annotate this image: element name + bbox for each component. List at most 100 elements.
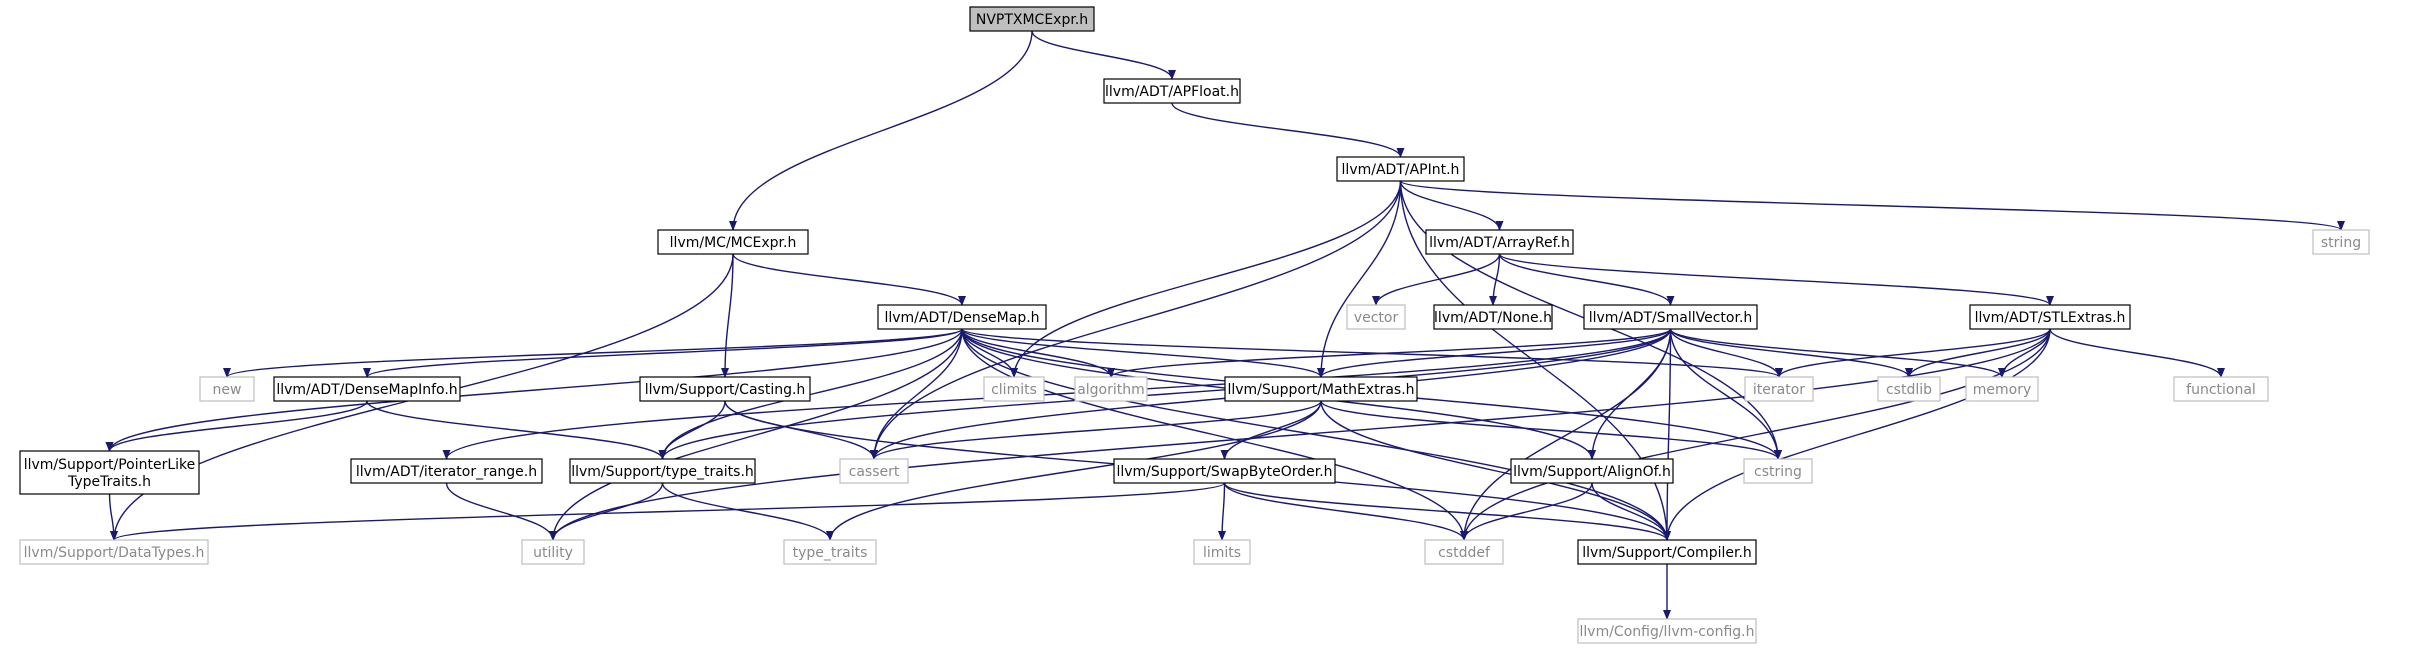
node-alignof-label: llvm/Support/AlignOf.h	[1513, 464, 1671, 480]
edge-stlextras-to-iterator	[1775, 328, 2051, 378]
node-densemapinfo-label: llvm/ADT/DenseMapInfo.h	[276, 382, 457, 398]
node-iterrange[interactable]: llvm/ADT/iterator_range.h	[350, 458, 543, 484]
edge-stlextras-to-functional	[2049, 328, 2225, 378]
node-string-box	[2312, 229, 2370, 255]
node-functional-box	[2173, 376, 2269, 402]
edge-swapbyte-to-limits	[1218, 482, 1227, 541]
node-typetraits-box	[569, 458, 756, 484]
edge-smallvector-to-algorithm	[1107, 328, 1672, 378]
node-nvptx: NVPTXMCExpr.h	[969, 6, 1095, 32]
node-vector-box	[1346, 304, 1406, 330]
edge-apint-to-cassert	[870, 180, 1402, 460]
node-swapbyte[interactable]: llvm/Support/SwapByteOrder.h	[1113, 458, 1336, 484]
edge-smallvector-to-memory	[1669, 328, 2006, 378]
edge-apint-to-string	[1399, 180, 2345, 231]
node-stlextras[interactable]: llvm/ADT/STLExtras.h	[1969, 304, 2131, 330]
node-smallvector[interactable]: llvm/ADT/SmallVector.h	[1583, 304, 1758, 330]
edge-swapbyte-to-cstddef	[1223, 482, 1468, 541]
node-cstring-label: cstring	[1754, 464, 1802, 480]
node-cstring: cstring	[1743, 458, 1813, 484]
edge-stlextras-to-cstdlib	[1905, 328, 2051, 378]
node-alignof[interactable]: llvm/Support/AlignOf.h	[1510, 458, 1674, 484]
node-cassert-box	[839, 458, 909, 484]
node-type_traits: type_traits	[783, 539, 877, 565]
node-compiler[interactable]: llvm/Support/Compiler.h	[1577, 539, 1757, 565]
node-alignof-box	[1510, 458, 1674, 484]
node-cstddef-label: cstddef	[1438, 545, 1491, 561]
edge-apint-to-arrayref	[1399, 180, 1504, 231]
edge-mcexpr-to-densemap	[732, 253, 966, 306]
node-climits-box	[983, 376, 1045, 402]
edge-typetraits-to-type_traits	[661, 482, 834, 541]
edge-apfloat-to-apint	[1171, 102, 1405, 158]
node-typetraits-label: llvm/Support/type_traits.h	[571, 464, 754, 480]
node-nvptx-label: NVPTXMCExpr.h	[976, 12, 1088, 28]
node-utility: utility	[521, 539, 585, 565]
node-limits: limits	[1193, 539, 1251, 565]
node-none-box	[1433, 304, 1553, 330]
node-typetraits[interactable]: llvm/Support/type_traits.h	[569, 458, 756, 484]
node-iterator-label: iterator	[1753, 382, 1805, 398]
edge-smallvector-to-iterator	[1669, 328, 1783, 378]
node-cstdlib-label: cstdlib	[1886, 382, 1932, 398]
edge-nvptx-to-mcexpr	[729, 30, 1033, 231]
node-arrayref[interactable]: llvm/ADT/ArrayRef.h	[1425, 229, 1574, 255]
node-densemapinfo[interactable]: llvm/ADT/DenseMapInfo.h	[273, 376, 461, 402]
node-utility-label: utility	[533, 545, 573, 561]
node-memory-label: memory	[1973, 382, 2032, 398]
edge-apint-to-mathextras	[1317, 180, 1402, 378]
node-none-label: llvm/ADT/None.h	[1434, 310, 1552, 326]
edge-mathextras-to-cassert	[870, 400, 1322, 460]
node-smallvector-box	[1583, 304, 1758, 330]
node-arrayref-box	[1425, 229, 1574, 255]
node-new-box	[199, 376, 255, 402]
edge-smallvector-to-cstring	[1669, 328, 1782, 460]
node-cstdlib: cstdlib	[1877, 376, 1941, 402]
node-mathextras-box	[1224, 376, 1418, 402]
edge-densemap-to-cassert	[870, 328, 963, 460]
node-memory-box	[1965, 376, 2039, 402]
node-casting[interactable]: llvm/Support/Casting.h	[639, 376, 811, 402]
edge-nvptx-to-apfloat	[1031, 30, 1176, 80]
edge-swapbyte-to-datatypes	[110, 482, 1226, 541]
node-arrayref-label: llvm/ADT/ArrayRef.h	[1429, 235, 1570, 251]
edge-smallvector-to-mathextras	[1317, 328, 1672, 378]
node-apint-box	[1336, 156, 1465, 182]
node-apint[interactable]: llvm/ADT/APInt.h	[1336, 156, 1465, 182]
node-algorithm-label: algorithm	[1077, 382, 1145, 398]
edge-stlextras-to-cstddef	[1460, 328, 2051, 541]
node-limits-label: limits	[1203, 545, 1241, 561]
node-cstring-box	[1743, 458, 1813, 484]
edge-mathextras-to-cstring	[1320, 400, 1782, 460]
node-swapbyte-box	[1113, 458, 1336, 484]
node-pointerlike-label: TypeTraits.h	[67, 474, 151, 490]
edge-smallvector-to-cstdlib	[1669, 328, 1913, 378]
node-new-label: new	[213, 382, 242, 398]
node-none[interactable]: llvm/ADT/None.h	[1433, 304, 1553, 330]
edge-densemap-to-iterator	[961, 328, 1783, 378]
edge-arrayref-to-smallvector	[1498, 253, 1675, 306]
node-new: new	[199, 376, 255, 402]
node-functional-label: functional	[2186, 382, 2256, 398]
edge-densemap-to-new	[223, 328, 963, 378]
node-memory: memory	[1965, 376, 2039, 402]
edge-mcexpr-to-casting	[721, 253, 734, 378]
edge-densemap-to-compiler	[961, 328, 1671, 541]
node-apfloat[interactable]: llvm/ADT/APFloat.h	[1103, 78, 1241, 104]
edge-stlextras-to-utility	[549, 328, 2051, 541]
node-mcexpr[interactable]: llvm/MC/MCExpr.h	[657, 229, 809, 255]
edge-densemapinfo-to-typetraits	[366, 400, 667, 460]
edge-arrayref-to-none	[1489, 253, 1501, 306]
edge-stlextras-to-compiler	[1663, 328, 2051, 541]
edge-densemap-to-densemapinfo	[363, 328, 963, 378]
node-densemap[interactable]: llvm/ADT/DenseMap.h	[877, 304, 1047, 330]
node-algorithm-box	[1074, 376, 1148, 402]
node-cstddef: cstddef	[1424, 539, 1504, 565]
node-functional: functional	[2173, 376, 2269, 402]
edge-smallvector-to-compiler	[1663, 328, 1672, 541]
edge-densemap-to-utility	[549, 328, 963, 541]
edge-densemap-to-mathextras	[961, 328, 1325, 378]
edge-arrayref-to-stlextras	[1498, 253, 2054, 306]
node-mathextras[interactable]: llvm/Support/MathExtras.h	[1224, 376, 1418, 402]
